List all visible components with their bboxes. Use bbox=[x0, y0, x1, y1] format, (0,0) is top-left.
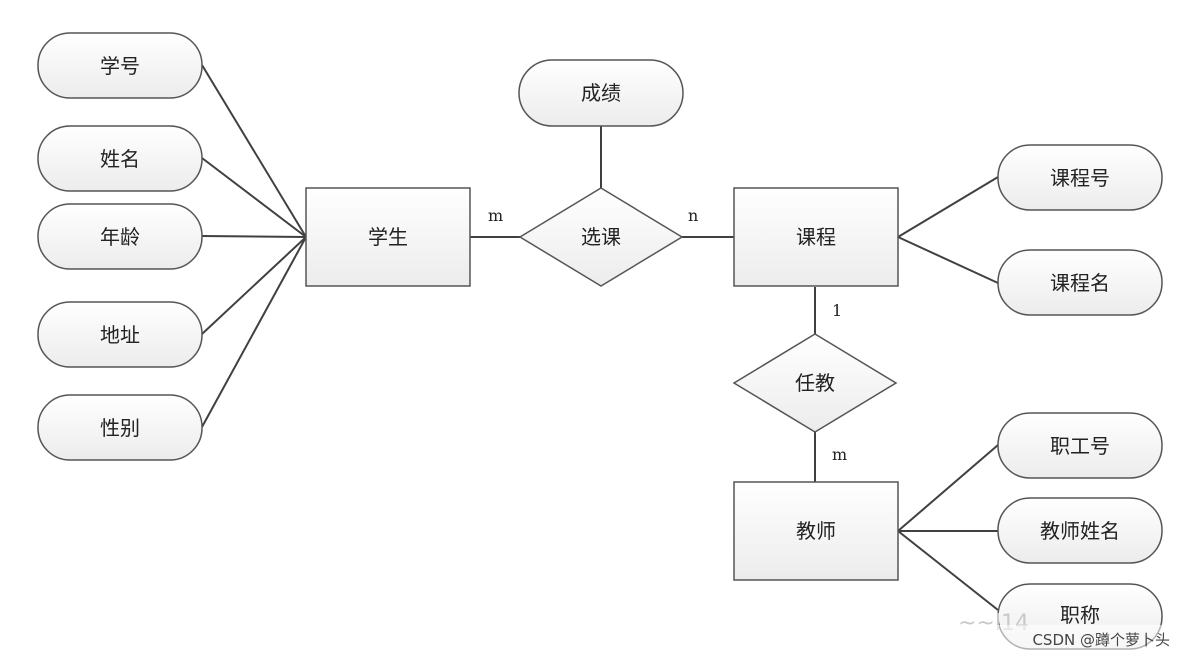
connector-student-id bbox=[201, 64, 307, 238]
attr-age-label: 年龄 bbox=[100, 225, 140, 249]
connector-student-gender bbox=[201, 236, 307, 428]
connector-course-coursename bbox=[897, 236, 999, 284]
attribute-labels: 学号 姓名 年龄 地址 性别 成绩 课程号 课程名 职工号 教师姓名 职称 bbox=[100, 54, 1120, 627]
rel-teach-label: 任教 bbox=[795, 371, 835, 395]
card-course-teach: 1 bbox=[832, 301, 842, 320]
attributes bbox=[37, 32, 1163, 650]
relationship-labels: 选课 任教 bbox=[581, 225, 835, 395]
connector-course-courseid bbox=[897, 176, 999, 238]
attr-score-label: 成绩 bbox=[581, 81, 621, 105]
entity-teacher-shape bbox=[733, 481, 899, 581]
entities bbox=[305, 187, 899, 581]
entity-teacher-label: 教师 bbox=[796, 519, 836, 543]
entity-student-label: 学生 bbox=[368, 225, 408, 249]
rel-select-course-shape bbox=[518, 187, 684, 287]
attr-staff-id-shape bbox=[997, 412, 1163, 479]
attr-age-shape bbox=[37, 203, 203, 270]
attr-address-label: 地址 bbox=[100, 323, 140, 347]
connector-teacher-staffid bbox=[897, 444, 999, 532]
attr-title-label: 职称 bbox=[1060, 603, 1100, 627]
attr-address-shape bbox=[37, 301, 203, 368]
watermark-backdrop bbox=[988, 625, 1174, 651]
relationships bbox=[518, 187, 898, 433]
rel-select-course-label: 选课 bbox=[581, 225, 621, 249]
card-teach-teacher: m bbox=[832, 445, 847, 464]
entity-labels: 学生 课程 教师 bbox=[368, 225, 836, 543]
attr-student-id-shape bbox=[37, 32, 203, 99]
connector-teacher-title bbox=[897, 530, 999, 611]
rel-teach-shape bbox=[732, 333, 898, 433]
card-select-course: n bbox=[688, 206, 698, 225]
entity-course-shape bbox=[733, 187, 899, 287]
cardinality-labels: m n 1 m bbox=[488, 206, 847, 464]
entity-course-label: 课程 bbox=[796, 225, 836, 249]
attr-teacher-name-shape bbox=[997, 497, 1163, 564]
attr-course-id-label: 课程号 bbox=[1050, 166, 1110, 190]
connector-student-address bbox=[201, 236, 307, 335]
attr-gender-shape bbox=[37, 394, 203, 461]
watermark-label: CSDN @蹲个萝卜头 bbox=[1032, 631, 1170, 649]
attr-teacher-name-label: 教师姓名 bbox=[1040, 519, 1120, 543]
attr-score-shape bbox=[518, 59, 684, 127]
attr-staff-id-label: 职工号 bbox=[1050, 434, 1110, 458]
connectors bbox=[201, 64, 999, 611]
card-student-select: m bbox=[488, 206, 503, 225]
connector-student-age bbox=[201, 235, 307, 238]
attr-name-shape bbox=[37, 125, 203, 192]
attr-student-id-label: 学号 bbox=[100, 54, 140, 78]
attr-course-id-shape bbox=[997, 144, 1163, 211]
attr-gender-label: 性别 bbox=[100, 416, 140, 440]
entity-student-shape bbox=[305, 187, 471, 287]
attr-course-name-shape bbox=[997, 249, 1163, 316]
attr-name-label: 姓名 bbox=[100, 147, 140, 171]
attr-course-name-label: 课程名 bbox=[1050, 271, 1110, 295]
connector-student-name bbox=[201, 157, 307, 238]
